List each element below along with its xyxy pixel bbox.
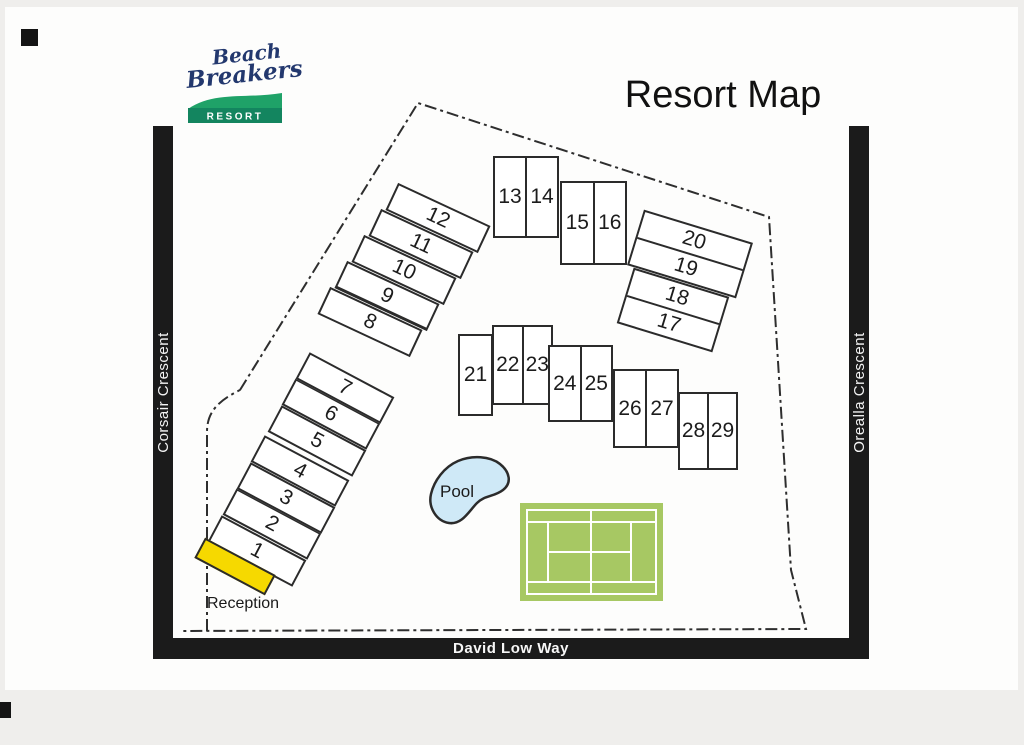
unit-15: 15 <box>565 211 589 234</box>
reception-label: Reception <box>207 595 280 612</box>
court-center-line <box>547 551 632 553</box>
unit-14: 14 <box>525 158 557 236</box>
unit-13: 13 <box>498 185 522 208</box>
pool-label: Pool <box>440 482 474 501</box>
unit-16: 16 <box>592 183 626 263</box>
street-label-bottom: David Low Way <box>453 640 569 657</box>
unit-block-22-23: 22 23 <box>492 325 553 405</box>
unit-23: 23 <box>521 327 552 403</box>
street-david-low-way: David Low Way <box>153 638 869 659</box>
unit-29: 29 <box>707 394 736 468</box>
unit-block-15-16: 15 16 <box>560 181 627 265</box>
street-label-left: Corsair Crescent <box>154 331 172 453</box>
logo-word-breakers: Breakers <box>184 54 304 95</box>
page-title: Resort Map <box>624 74 822 116</box>
unit-21: 21 <box>463 363 488 386</box>
unit-block-21: 21 <box>458 334 493 416</box>
street-corsair-crescent: Corsair Crescent <box>153 126 173 658</box>
pool-shape: Pool <box>429 455 510 525</box>
scan-corner-mark <box>0 702 11 718</box>
unit-25: 25 <box>579 347 612 420</box>
street-orealla-crescent: Orealla Crescent <box>849 126 869 658</box>
unit-block-24-25: 24 25 <box>548 345 613 422</box>
scan-corner-mark <box>21 29 38 46</box>
unit-22: 22 <box>496 353 520 376</box>
unit-24: 24 <box>553 371 577 395</box>
unit-28: 28 <box>681 419 706 442</box>
logo-banner-text: RESORT <box>207 112 264 123</box>
unit-26: 26 <box>618 396 642 420</box>
logo-wave-icon: RESORT <box>188 93 282 123</box>
unit-block-26-27: 26 27 <box>613 369 679 448</box>
resort-logo: Beach Breakers RESORT <box>180 38 304 124</box>
street-label-right: Orealla Crescent <box>850 331 868 453</box>
unit-27: 27 <box>645 371 677 446</box>
unit-block-13-14: 13 14 <box>493 156 559 238</box>
tennis-court <box>520 503 663 601</box>
unit-block-28-29: 28 29 <box>678 392 738 470</box>
